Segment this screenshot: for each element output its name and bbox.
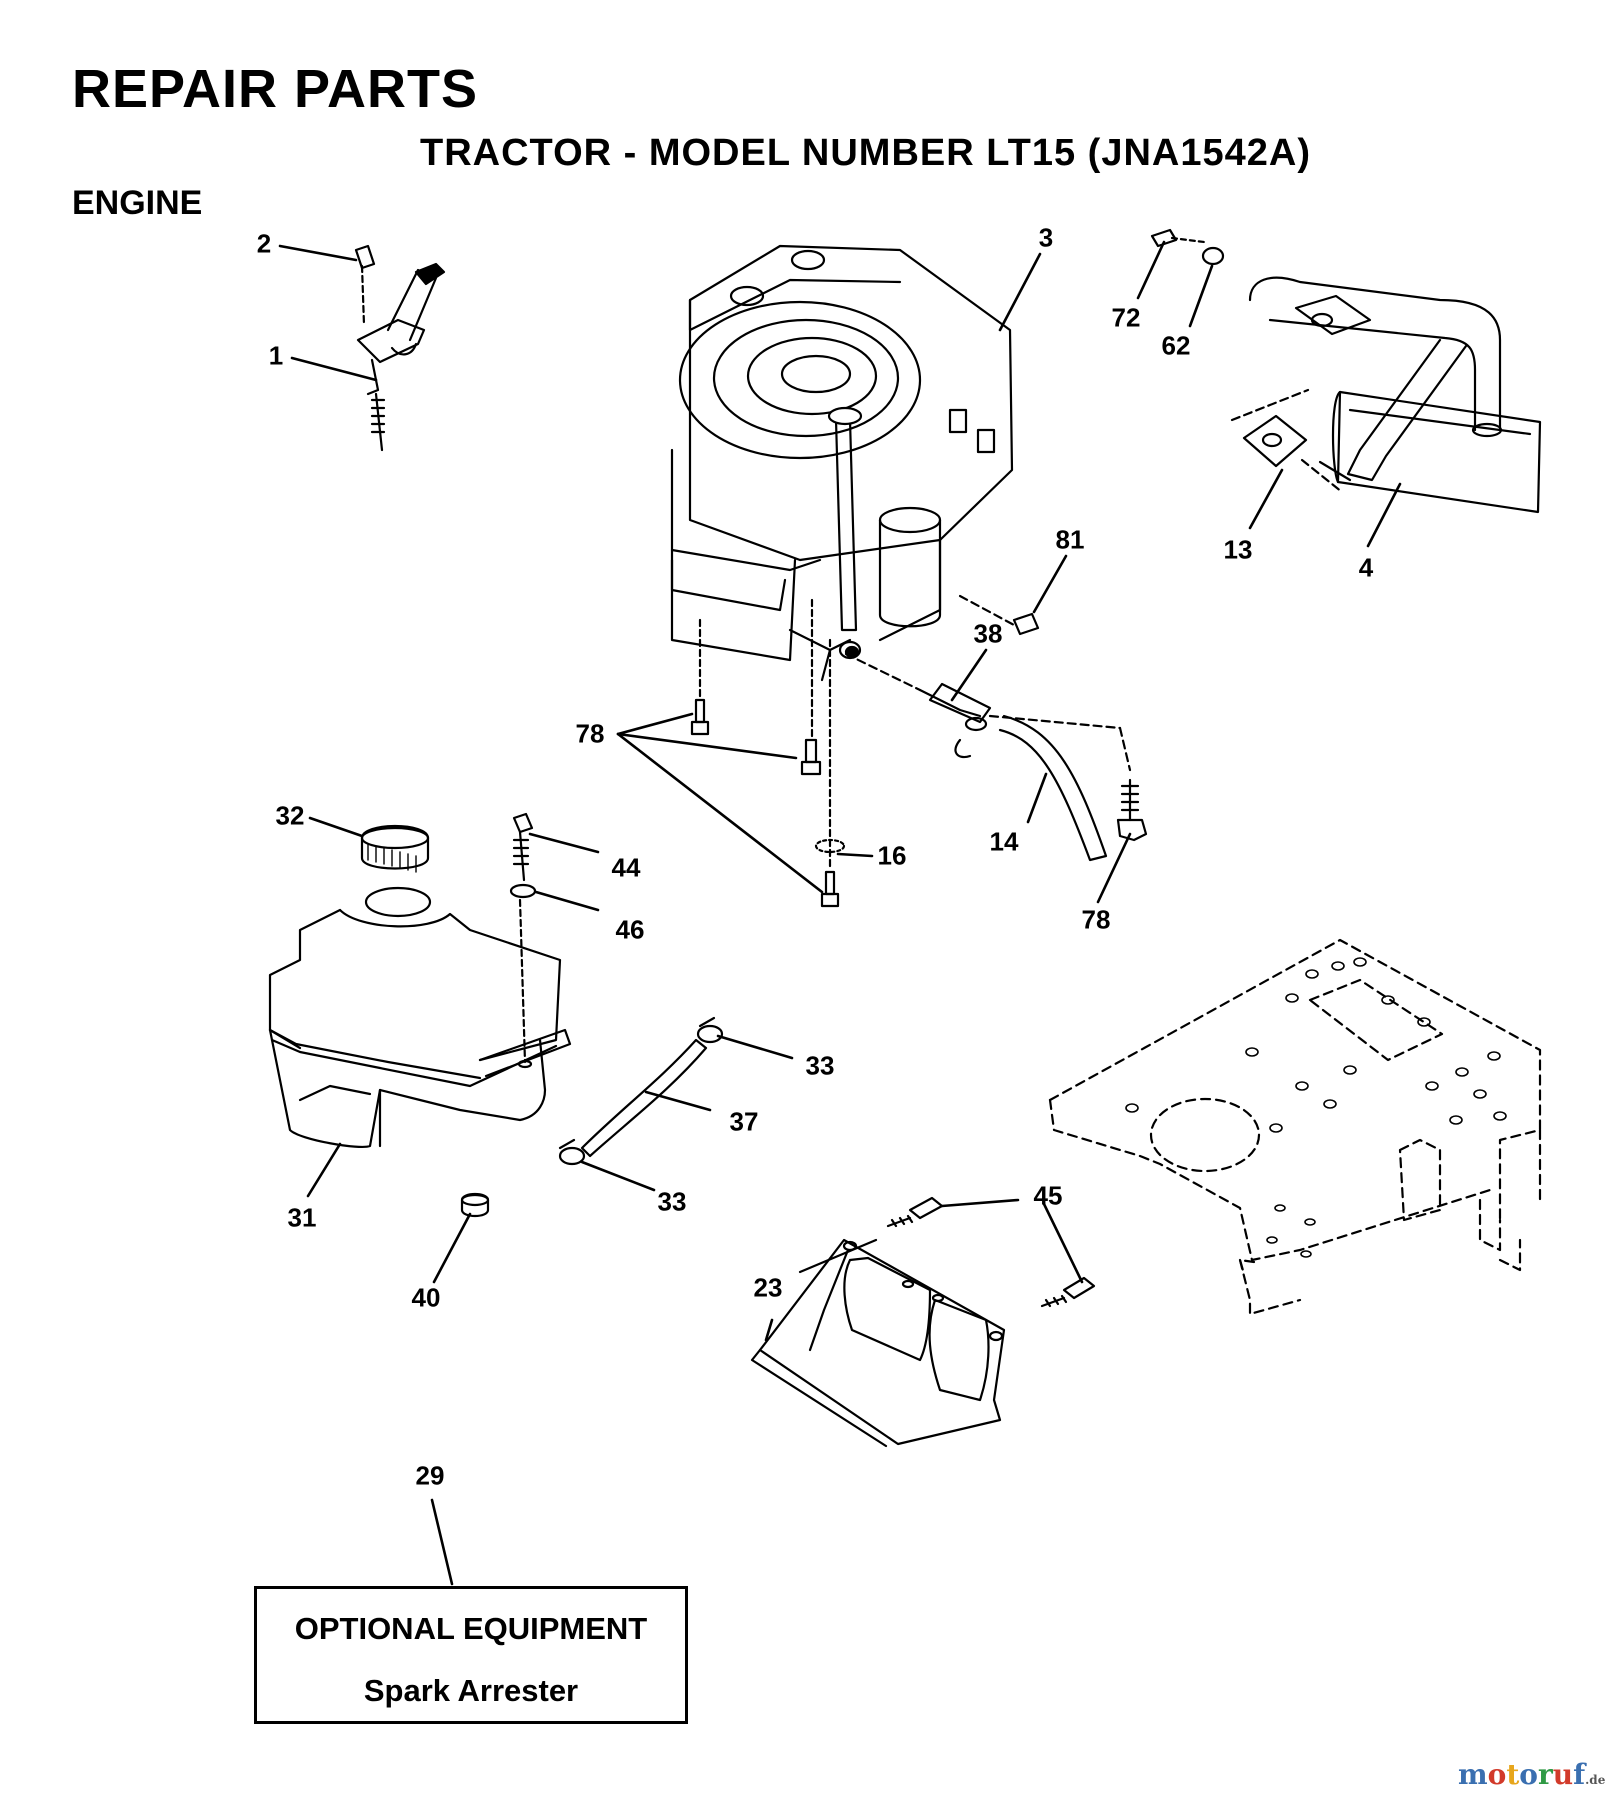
callout-62: 62 [1161,330,1191,361]
section-heading: ENGINE [72,184,203,222]
watermark-letter: f [1573,1758,1586,1791]
page-title: REPAIR PARTS [72,59,479,119]
callout-13: 13 [1223,534,1253,565]
callout-33-lower: 33 [657,1186,687,1217]
heat-shield-drawing [750,1196,1096,1448]
callout-46: 46 [615,914,645,945]
callout-37: 37 [729,1106,759,1137]
frame-holes [1125,957,1507,1258]
motoruf-watermark: motoruf.de [1458,1758,1605,1791]
callout-2: 2 [256,228,272,259]
engine-drawing [670,244,1014,682]
watermark-letter: o [1519,1758,1538,1791]
throttle-control-drawing [354,244,446,452]
watermark-letter: u [1552,1758,1574,1791]
fuel-tank-drawing [268,812,572,1218]
callout-72: 72 [1111,302,1141,333]
page-subtitle: TRACTOR - MODEL NUMBER LT15 (JNA1542A) [420,132,1311,174]
muffler-drawing [1150,228,1542,514]
callout-29: 29 [415,1460,445,1491]
callout-33-upper: 33 [805,1050,835,1081]
callout-78-engine-bolts: 78 [575,718,605,749]
leader-lines [278,240,1402,1586]
callout-3: 3 [1038,222,1054,253]
watermark-letter: t [1506,1758,1520,1791]
callout-45: 45 [1033,1180,1063,1211]
callout-31: 31 [287,1202,317,1233]
watermark-letter: m [1458,1758,1488,1791]
callout-78-hose-bolt: 78 [1081,904,1111,935]
callout-14: 14 [989,826,1019,857]
optional-equipment-box: OPTIONAL EQUIPMENT Spark Arrester [254,1586,688,1724]
optional-equipment-item: Spark Arrester [363,1673,579,1708]
callout-40: 40 [411,1282,441,1313]
callout-81: 81 [1055,524,1085,555]
callout-44: 44 [611,852,641,883]
optional-equipment-heading: OPTIONAL EQUIPMENT [294,1611,648,1646]
callout-32: 32 [275,800,305,831]
watermark-suffix: .de [1585,1773,1606,1787]
callout-1: 1 [268,340,284,371]
callout-23: 23 [753,1272,783,1303]
watermark-letter: o [1487,1758,1507,1791]
callout-16: 16 [877,840,907,871]
fuel-hose-drawing [558,1016,724,1166]
frame-reference-drawing [1048,938,1542,1316]
fuel-line-drawing [690,594,1148,908]
callout-4: 4 [1358,552,1374,583]
watermark-letter: r [1537,1758,1553,1791]
callout-38: 38 [973,618,1003,649]
